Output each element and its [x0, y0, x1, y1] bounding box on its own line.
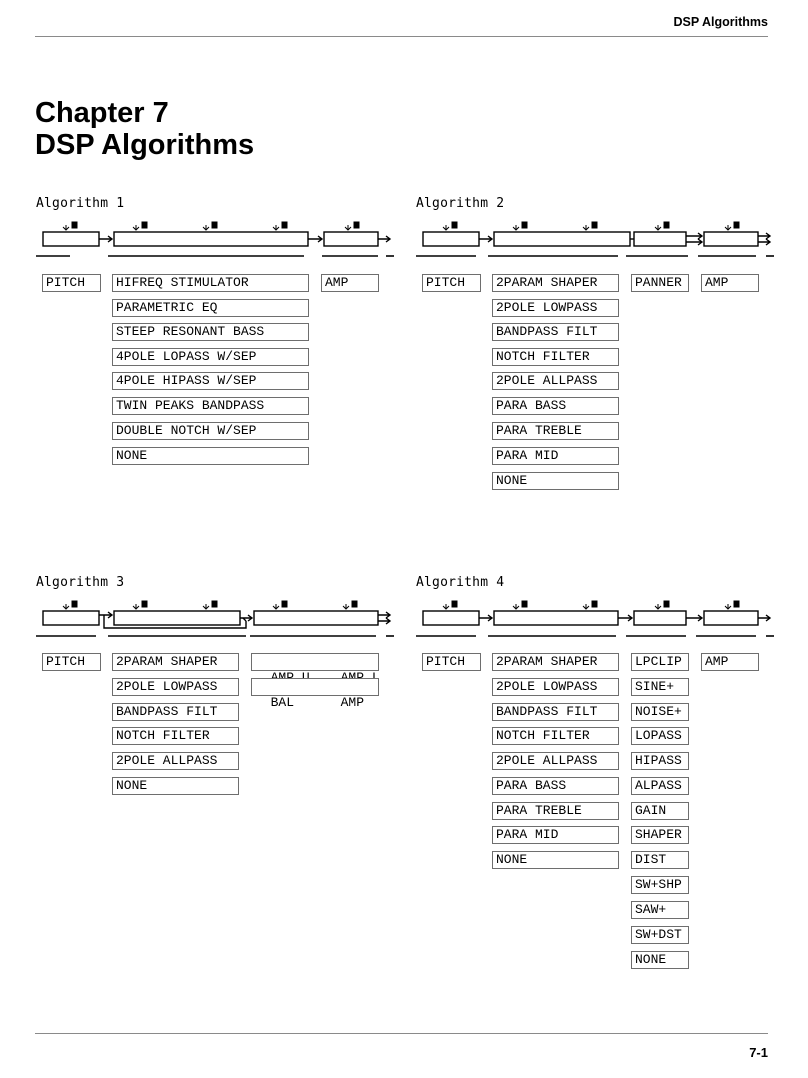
running-header: DSP Algorithms	[673, 15, 768, 29]
alg4-stage3-item: LPCLIP	[631, 653, 689, 671]
alg4-stage3-item: LOPASS	[631, 727, 689, 745]
alg3-stage2-item: NONE	[112, 777, 239, 795]
alg1-stage2-item: STEEP RESONANT BASS	[112, 323, 309, 341]
alg1-stage2-item: HIFREQ STIMULATOR	[112, 274, 309, 292]
algorithm-1-title: Algorithm 1	[36, 196, 125, 211]
alg2-stage2-item: PARA BASS	[492, 397, 619, 415]
alg4-stage1-item: PITCH	[422, 653, 481, 671]
chapter-name: DSP Algorithms	[35, 129, 255, 161]
chapter-title: Chapter 7 DSP Algorithms	[35, 97, 254, 161]
footer-rule	[35, 1033, 768, 1034]
alg3-stage2-item: 2POLE ALLPASS	[112, 752, 239, 770]
alg4-stage3-item: SINE+	[631, 678, 689, 696]
alg4-stage4-item: AMP	[701, 653, 759, 671]
algorithm-1-diagram	[36, 221, 394, 257]
alg1-stage2-item: 4POLE HIPASS W/SEP	[112, 372, 309, 390]
alg4-stage3-item: GAIN	[631, 802, 689, 820]
alg3-stage2-item: 2POLE LOWPASS	[112, 678, 239, 696]
alg4-stage3-item: HIPASS	[631, 752, 689, 770]
alg3-stage1-item: PITCH	[42, 653, 101, 671]
alg2-stage3-item: PANNER	[631, 274, 689, 292]
alg1-stage2-item: TWIN PEAKS BANDPASS	[112, 397, 309, 415]
alg4-stage2-item: NOTCH FILTER	[492, 727, 619, 745]
alg3-amp-pair: AMP UAMP L	[251, 653, 380, 685]
alg4-stage3-item: NONE	[631, 951, 689, 969]
alg1-stage2-item: DOUBLE NOTCH W/SEP	[112, 422, 309, 440]
alg2-stage4-item: AMP	[701, 274, 759, 292]
alg4-stage3-item: DIST	[631, 851, 689, 869]
alg4-stage2-item: 2POLE LOWPASS	[492, 678, 619, 696]
alg4-stage3-item: ALPASS	[631, 777, 689, 795]
alg2-stage2-item: 2POLE LOWPASS	[492, 299, 619, 317]
alg4-stage3-item: SW+SHP	[631, 876, 689, 894]
chapter-number: Chapter 7	[35, 97, 169, 129]
algorithm-4-diagram	[416, 600, 774, 637]
alg4-stage2-item: PARA MID	[492, 826, 619, 844]
alg2-stage2-item: 2POLE ALLPASS	[492, 372, 619, 390]
alg4-stage2-item: 2POLE ALLPASS	[492, 752, 619, 770]
alg4-stage2-item: BANDPASS FILT	[492, 703, 619, 721]
alg2-stage2-item: PARA MID	[492, 447, 619, 465]
header-rule	[35, 36, 768, 37]
algorithm-2-diagram	[416, 221, 774, 257]
alg4-stage3-item: NOISE+	[631, 703, 689, 721]
alg1-stage1-item: PITCH	[42, 274, 101, 292]
alg4-stage3-item: SW+DST	[631, 926, 689, 944]
alg2-stage2-item: PARA TREBLE	[492, 422, 619, 440]
alg2-stage2-item: NONE	[492, 472, 619, 490]
alg1-stage2-item: PARAMETRIC EQ	[112, 299, 309, 317]
algorithm-3-diagram	[36, 600, 394, 637]
alg2-stage2-item: BANDPASS FILT	[492, 323, 619, 341]
algorithm-4-title: Algorithm 4	[416, 575, 505, 590]
alg4-stage2-item: PARA TREBLE	[492, 802, 619, 820]
alg3-stage2-item: NOTCH FILTER	[112, 727, 239, 745]
alg4-stage2-item: NONE	[492, 851, 619, 869]
algorithm-3-title: Algorithm 3	[36, 575, 125, 590]
alg3-amp-pair: BAL AMP	[251, 678, 379, 710]
page-number: 7-1	[749, 1045, 768, 1060]
alg3-stage2-item: BANDPASS FILT	[112, 703, 239, 721]
alg4-stage3-item: SHAPER	[631, 826, 689, 844]
alg2-stage1-item: PITCH	[422, 274, 481, 292]
alg2-stage2-item: NOTCH FILTER	[492, 348, 619, 366]
alg2-stage2-item: 2PARAM SHAPER	[492, 274, 619, 292]
alg4-stage2-item: 2PARAM SHAPER	[492, 653, 619, 671]
alg1-stage2-item: 4POLE LOPASS W/SEP	[112, 348, 309, 366]
alg1-stage3-item: AMP	[321, 274, 379, 292]
alg4-stage2-item: PARA BASS	[492, 777, 619, 795]
alg3-amp-pair-right: AMP	[340, 695, 365, 710]
alg3-amp-pair-left: BAL	[270, 695, 295, 710]
alg4-stage3-item: SAW+	[631, 901, 689, 919]
alg3-stage2-item: 2PARAM SHAPER	[112, 653, 239, 671]
alg1-stage2-item: NONE	[112, 447, 309, 465]
algorithm-2-title: Algorithm 2	[416, 196, 505, 211]
